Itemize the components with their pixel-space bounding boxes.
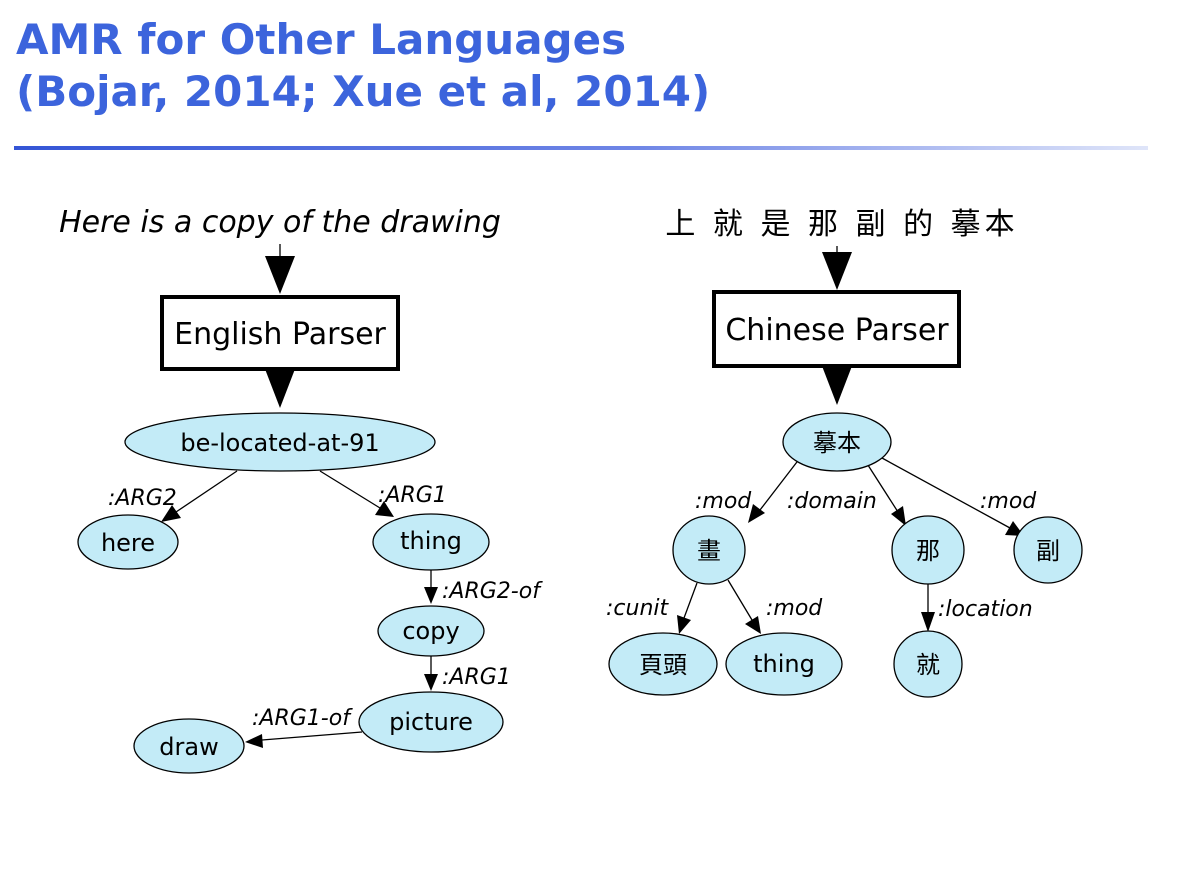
svg-text:picture: picture [389,708,473,736]
node-hua: 畫 [672,515,746,585]
node-copy: copy [377,605,485,657]
edge-label-domain: :domain [787,489,877,514]
svg-text:摹本: 摹本 [813,429,861,457]
chinese-output-arrowhead [822,366,852,405]
slide-title-line-1: AMR for Other Languages [16,15,627,64]
chinese-input-arrowhead [822,252,852,290]
node-muben: 摹本 [782,412,892,472]
english-input-arrowhead [265,256,295,294]
svg-text:副: 副 [1036,537,1060,565]
chinese-parser-label: Chinese Parser [725,313,949,348]
svg-text:畫: 畫 [697,537,721,565]
edge-na-jiu: :location [921,584,1033,632]
svg-text:thing: thing [753,650,815,678]
edge-label-arg1-copy: :ARG1 [442,665,511,690]
english-output-arrowhead [265,369,295,408]
edge-picture-draw: :ARG1-of [245,706,363,748]
node-jiu: 就 [893,630,963,698]
node-here: here [77,514,179,570]
chinese-amr-graph: :mod :domain :mod :cunit :mod :location [606,412,1083,698]
svg-text:here: here [101,529,155,557]
edge-label-arg2-of: :ARG2-of [442,579,543,604]
svg-text:copy: copy [402,617,459,645]
edge-label-mod-thing: :mod [766,596,823,621]
svg-text:頁頭: 頁頭 [639,651,687,679]
node-picture: picture [358,691,504,753]
edge-label-mod-hua: :mod [695,489,752,514]
edge-thing-copy: :ARG2-of [424,570,543,604]
english-parser-label: English Parser [174,317,386,352]
english-parser-box [160,295,400,371]
svg-text:draw: draw [159,733,218,761]
edge-label-arg1-of: :ARG1-of [252,706,353,731]
edge-label-location: :location [938,597,1033,622]
node-thing-english: thing [372,513,490,571]
title-divider [14,146,1148,150]
chinese-sentence: 上 就 是 那 副 的 摹本 [665,207,1018,242]
edge-hua-thing: :mod [727,579,823,634]
edge-hua-yetou: :cunit [606,582,698,634]
edge-label-mod-fu: :mod [980,489,1037,514]
svg-text:那: 那 [916,537,940,565]
edge-label-cunit: :cunit [606,596,670,621]
english-sentence: Here is a copy of the drawing [59,205,501,240]
node-na: 那 [891,515,965,585]
node-fu: 副 [1013,516,1083,584]
node-thing-chinese: thing [725,632,843,696]
edge-label-arg1: :ARG1 [378,483,447,508]
english-amr-graph: :ARG2 :ARG1 :ARG2-of :ARG1 :ARG1-of be-l… [77,412,543,774]
slide-title-line-2: (Bojar, 2014; Xue et al, 2014) [16,67,711,116]
edge-root-na: :domain [787,461,906,526]
edge-root-thing: :ARG1 [319,470,447,517]
node-draw: draw [133,718,245,774]
chinese-pipeline: 上 就 是 那 副 的 摹本 Chinese Parser [665,207,1018,405]
edge-copy-picture: :ARG1 [424,656,511,691]
node-be-located-at-91: be-located-at-91 [124,412,436,472]
edge-label-arg2: :ARG2 [108,486,177,511]
node-yetou: 頁頭 [608,632,718,696]
english-pipeline: Here is a copy of the drawing English Pa… [59,205,501,408]
svg-text:就: 就 [916,651,940,679]
svg-text:thing: thing [400,527,462,555]
edge-root-hua: :mod [695,457,801,523]
edge-root-here: :ARG2 [108,470,238,522]
slide-title: AMR for Other Languages (Bojar, 2014; Xu… [16,14,710,118]
svg-text:be-located-at-91: be-located-at-91 [180,429,379,457]
edge-root-fu: :mod [881,457,1037,536]
